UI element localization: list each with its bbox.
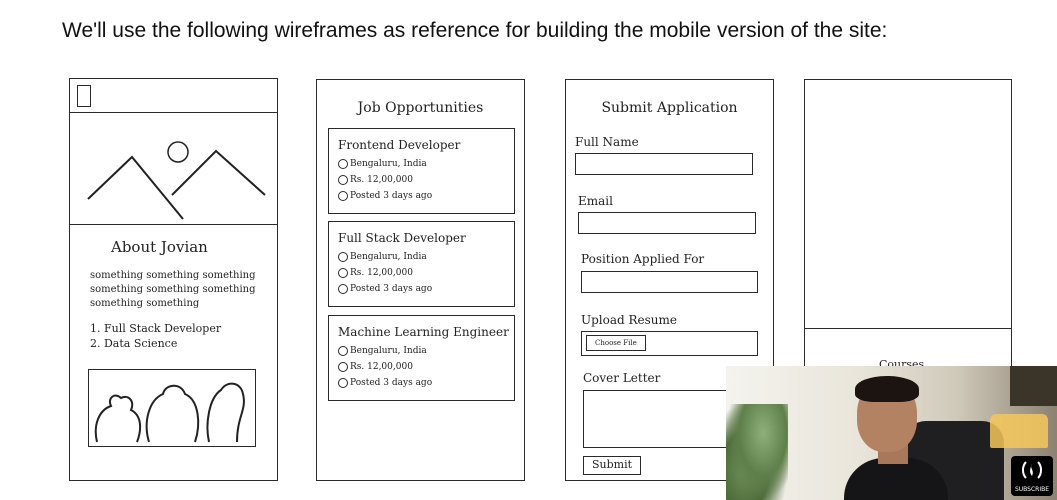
- job-location: Bengaluru, India: [338, 159, 427, 169]
- resume-field: Choose File: [581, 331, 758, 356]
- submit-button: Submit: [583, 456, 642, 475]
- top-bar: [70, 79, 277, 113]
- radio-icon: [338, 346, 348, 356]
- job-salary: Rs. 12,00,000: [338, 268, 413, 278]
- list-item: 1. Full Stack Developer: [90, 322, 222, 335]
- job-card: Frontend Developer Bengaluru, India Rs. …: [328, 128, 515, 214]
- list-item: 2. Data Science: [90, 337, 178, 350]
- jobs-title: Job Opportunities: [357, 100, 484, 116]
- position-label: Position Applied For: [581, 252, 705, 266]
- cover-letter-label: Cover Letter: [583, 371, 661, 385]
- position-field: [581, 271, 758, 293]
- team-image: [88, 369, 256, 447]
- home-wireframe: About Jovian something something somethi…: [69, 78, 278, 481]
- job-title: Machine Learning Engineer: [338, 325, 509, 339]
- application-title: Submit Application: [601, 100, 738, 116]
- webcam-overlay: SUBSCRIBE: [726, 366, 1057, 500]
- about-title: About Jovian: [111, 238, 208, 256]
- menu-icon: [77, 85, 91, 107]
- job-posted: Posted 3 days ago: [338, 378, 432, 388]
- about-text: something something something something …: [90, 270, 256, 309]
- job-location: Bengaluru, India: [338, 346, 427, 356]
- plant: [726, 404, 788, 500]
- job-posted: Posted 3 days ago: [338, 284, 432, 294]
- job-title: Frontend Developer: [338, 138, 461, 152]
- job-location: Bengaluru, India: [338, 252, 427, 262]
- email-label: Email: [578, 194, 613, 208]
- resume-label: Upload Resume: [581, 313, 678, 327]
- email-field: [578, 212, 756, 234]
- choose-file-button: Choose File: [586, 335, 646, 351]
- hero-image: [70, 113, 277, 225]
- slide-heading: We'll use the following wireframes as re…: [62, 19, 888, 42]
- job-title: Full Stack Developer: [338, 231, 466, 245]
- presenter-body: [844, 458, 948, 500]
- jobs-wireframe: Job Opportunities Frontend Developer Ben…: [316, 79, 525, 481]
- job-card: Full Stack Developer Bengaluru, India Rs…: [328, 221, 515, 307]
- radio-icon: [338, 268, 348, 278]
- radio-icon: [338, 378, 348, 388]
- fcc-logo-icon: [1022, 461, 1042, 479]
- lamp: [990, 414, 1048, 448]
- landscape-image-icon: [87, 141, 266, 220]
- job-card: Machine Learning Engineer Bengaluru, Ind…: [328, 315, 515, 401]
- about-list: 1. Full Stack Developer 2. Data Science: [90, 321, 221, 351]
- full-name-field: [575, 153, 753, 175]
- wall-art: [1010, 366, 1057, 406]
- team-image-icon: [94, 382, 245, 443]
- job-posted: Posted 3 days ago: [338, 191, 432, 201]
- radio-icon: [338, 252, 348, 262]
- subscribe-button[interactable]: SUBSCRIBE: [1011, 456, 1053, 496]
- radio-icon: [338, 191, 348, 201]
- radio-icon: [338, 175, 348, 185]
- presenter-hair: [855, 376, 919, 402]
- radio-icon: [338, 362, 348, 372]
- application-wireframe: Submit Application Full Name Email Posit…: [565, 79, 774, 481]
- job-salary: Rs. 12,00,000: [338, 175, 413, 185]
- job-salary: Rs. 12,00,000: [338, 362, 413, 372]
- subscribe-label: SUBSCRIBE: [1014, 486, 1050, 493]
- radio-icon: [338, 159, 348, 169]
- radio-icon: [338, 284, 348, 294]
- section-divider: [805, 328, 1011, 329]
- full-name-label: Full Name: [575, 135, 639, 149]
